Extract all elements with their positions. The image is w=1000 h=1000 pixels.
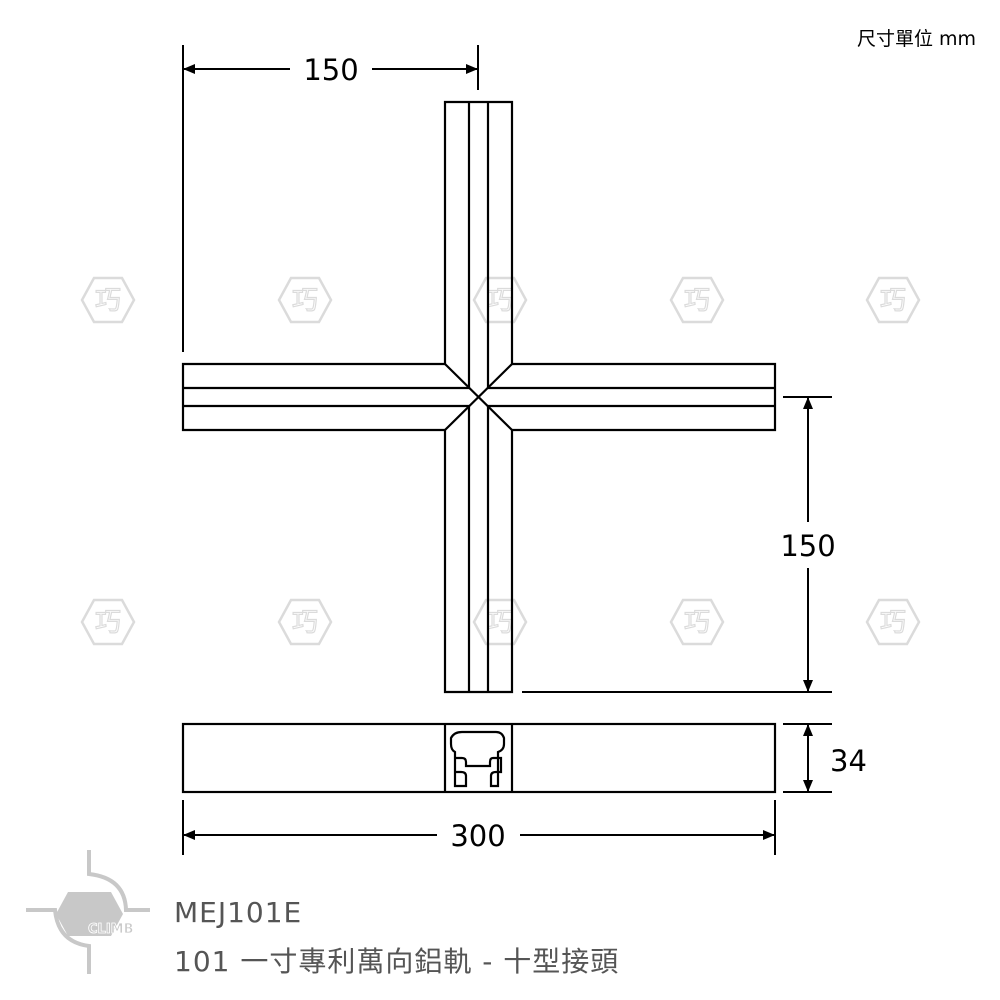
svg-text:巧: 巧 [487,608,513,638]
product-model: MEJ101E [174,896,303,929]
svg-text:巧: 巧 [880,286,906,316]
right-arm-outline [512,362,777,432]
watermark-icon: 巧 [472,598,528,646]
svg-text:巧: 巧 [684,286,710,316]
watermark-icon: 巧 [80,276,136,324]
dimension-height-34: 34 [783,723,867,793]
svg-text:巧: 巧 [292,608,318,638]
svg-text:巧: 巧 [95,286,121,316]
watermark-icon: 巧 [669,598,725,646]
top-arm-outline [443,100,514,364]
svg-text:巧: 巧 [684,608,710,638]
svg-text:巧: 巧 [880,608,906,638]
rail-profile [449,730,506,788]
bottom-arm-grooves [467,406,490,692]
watermark-icon: 巧 [277,598,333,646]
watermark-icon: 巧 [277,276,333,324]
product-title: 101 一寸專利萬向鋁軌 - 十型接頭 [174,945,620,978]
bottom-arm-outline [443,430,514,694]
miter-joint-lines [444,363,513,431]
watermark-icon: 巧 [865,598,921,646]
watermark-icon: 巧 [472,276,528,324]
dimension-right-150: 150 [522,396,836,693]
cross-joint-top-view [181,100,777,694]
watermark-icon: 巧 [669,276,725,324]
svg-text:巧: 巧 [95,608,121,638]
watermark-icon: 巧 [865,276,921,324]
svg-text:巧: 巧 [487,286,513,316]
climb-logo: CLIMB [26,850,150,974]
dimension-label: 300 [450,819,505,853]
dimension-label: 150 [303,53,358,87]
left-arm-outline [181,362,445,432]
dimension-length-300: 300 [182,800,776,855]
right-arm-grooves [487,386,775,408]
watermark-icon: 巧 [80,598,136,646]
cross-joint-side-view [181,722,777,794]
dimension-label: 34 [830,744,867,778]
left-arm-grooves [183,386,470,408]
dimension-label: 150 [780,529,835,563]
svg-text:巧: 巧 [292,286,318,316]
unit-note: 尺寸單位 mm [856,28,976,50]
logo-text: CLIMB [88,922,134,937]
dimension-top-150: 150 [182,45,479,352]
top-arm-grooves [467,102,490,388]
